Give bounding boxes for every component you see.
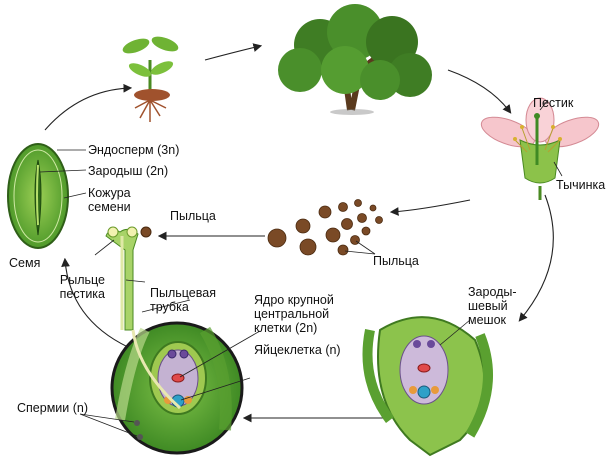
label-kozhura-line1: Кожура xyxy=(88,186,131,200)
label-zarodysh: Зародыш (2n) xyxy=(88,164,169,178)
label-pollen-on-stigma: Пыльца xyxy=(170,209,216,223)
label-spermii: Спермии (n) xyxy=(17,401,89,415)
label-yadro-line1: Ядро крупной xyxy=(254,293,334,307)
label-yaytse: Яйцеклетка (n) xyxy=(254,343,341,357)
embryo-sac-illustration xyxy=(362,316,493,457)
label-meshok-line3: мешок xyxy=(468,313,506,327)
pollen-pointer-lines xyxy=(344,240,376,255)
label-trubka-line2: трубка xyxy=(150,300,189,314)
label-tychinka: Тычинка xyxy=(556,178,606,192)
label-kozhura-line2: семени xyxy=(88,200,131,214)
label-pestik: Пестик xyxy=(533,96,574,110)
label-meshok-line2: шевый xyxy=(468,299,508,313)
cycle-arrows xyxy=(44,43,554,423)
ovule-closeup-illustration xyxy=(79,299,261,455)
label-meshok-line1: Зароды- xyxy=(468,285,517,299)
flower-illustration xyxy=(480,97,600,200)
label-pollen-cluster: Пыльца xyxy=(373,254,419,268)
label-yadro-line3: клетки (2n) xyxy=(254,321,318,335)
seedling-illustration xyxy=(122,36,179,122)
tree-illustration xyxy=(278,4,432,115)
label-endosperm: Эндосперм (3n) xyxy=(88,143,180,157)
pistil-illustration xyxy=(94,226,152,331)
label-rylce-line2: пестика xyxy=(59,287,105,301)
seed-illustration xyxy=(7,143,87,249)
label-yadro-line2: центральной xyxy=(254,307,330,321)
label-rylce-line1: Рыльце xyxy=(59,273,105,287)
pollen-grains xyxy=(267,199,383,256)
label-trubka-line1: Пыльцевая xyxy=(150,286,216,300)
label-semya: Семя xyxy=(9,256,41,270)
